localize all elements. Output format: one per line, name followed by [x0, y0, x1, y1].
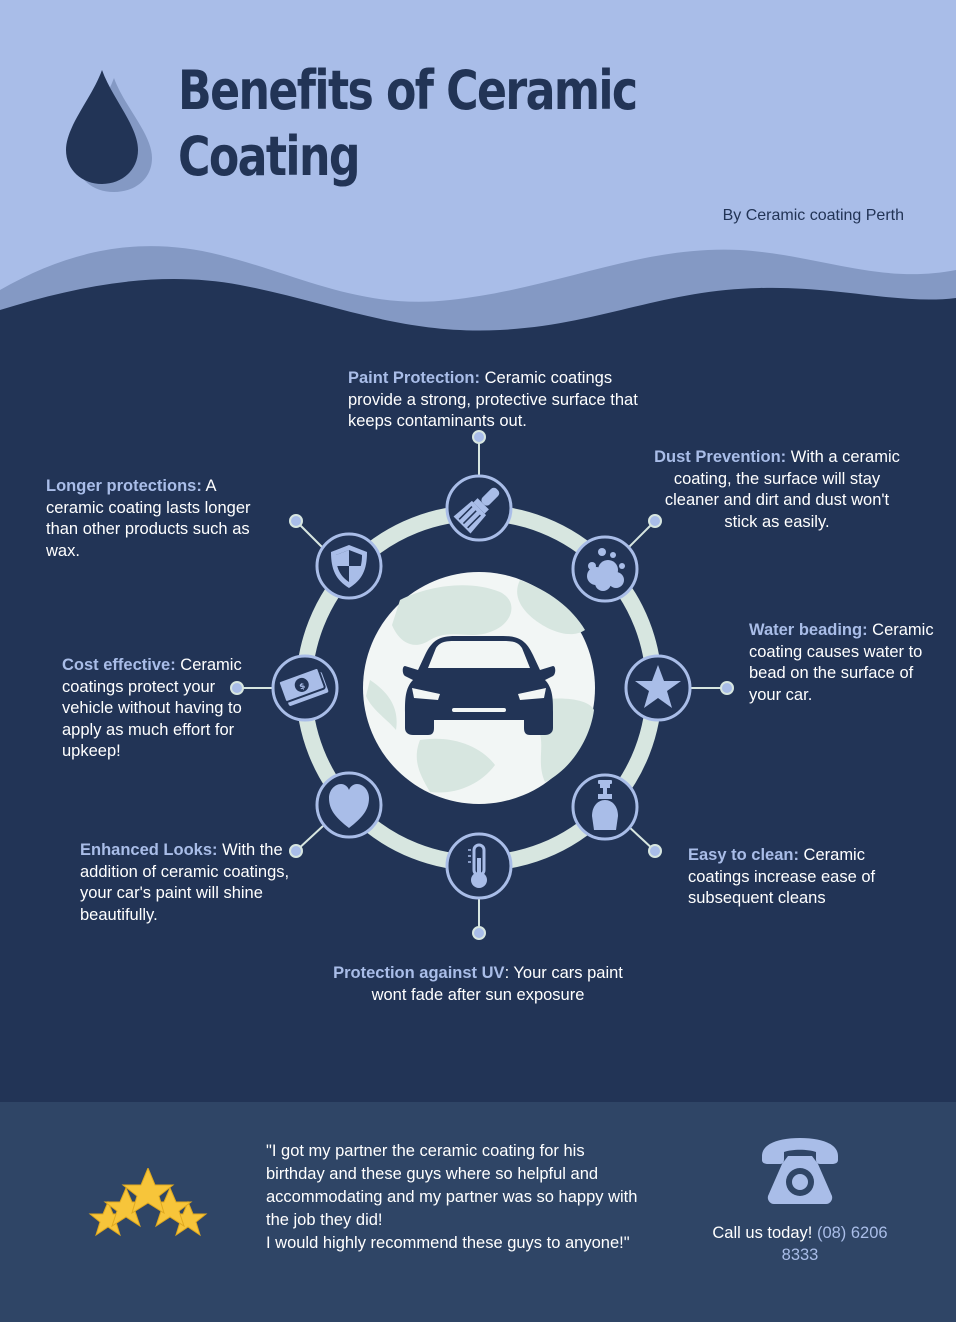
thermometer-icon — [445, 832, 513, 900]
call-label: Call us today! — [712, 1224, 813, 1242]
call-us: Call us today! (08) 6206 8333 — [700, 1222, 900, 1266]
quote-text: "I got my partner the ceramic coating fo… — [266, 1142, 638, 1252]
benefit-text: With a ceramic coating, the surface will… — [664, 448, 900, 531]
shield-icon — [315, 532, 383, 600]
benefit-paint-protection: Paint Protection: Ceramic coatings provi… — [348, 368, 638, 433]
star-icon — [624, 654, 692, 722]
benefit-label: Paint Protection: — [348, 369, 481, 387]
page-title: Benefits of Ceramic Coating — [178, 58, 638, 190]
telephone-icon — [762, 1138, 838, 1204]
benefit-text: : Your cars paint wont fade after sun ex… — [371, 964, 623, 1004]
benefit-label: Protection against UV — [333, 964, 505, 982]
benefit-easy-to-clean: Easy to clean: Ceramic coatings increase… — [688, 845, 903, 910]
wave-divider — [0, 246, 956, 360]
benefit-cost-effective: Cost effective: Ceramic coatings protect… — [62, 655, 262, 763]
testimonial-quote: "I got my partner the ceramic coating fo… — [266, 1140, 638, 1255]
benefit-text: A ceramic coating lasts longer than othe… — [46, 477, 251, 560]
benefit-label: Longer protections: — [46, 477, 202, 495]
benefit-label: Enhanced Looks: — [80, 841, 218, 859]
testimonial-footer: "I got my partner the ceramic coating fo… — [0, 1102, 956, 1322]
water-drop-icon — [66, 70, 152, 192]
benefit-water-beading: Water beading: Ceramic coating causes wa… — [749, 620, 949, 706]
benefit-text: Ceramic coatings provide a strong, prote… — [348, 369, 638, 430]
money-icon: $ — [271, 654, 339, 722]
benefit-text: Ceramic coating causes water to bead on … — [749, 621, 934, 704]
dust-cloud-icon — [571, 535, 639, 603]
connectors — [230, 430, 734, 940]
benefits-wheel: $ — [230, 430, 734, 940]
benefit-label: Easy to clean: — [688, 846, 799, 864]
phone-number[interactable]: (08) 6206 8333 — [781, 1224, 888, 1264]
benefit-text: Ceramic coatings protect your vehicle wi… — [62, 656, 242, 760]
benefit-text: Ceramic coatings increase ease of subseq… — [688, 846, 876, 907]
benefit-text: With the addition of ceramic coatings, y… — [80, 841, 290, 924]
title-line-2: Coating — [178, 125, 361, 188]
five-stars-icon — [88, 1168, 208, 1237]
car-on-globe-icon — [363, 572, 595, 804]
soap-bottle-icon — [571, 773, 639, 841]
benefit-label: Water beading: — [749, 621, 868, 639]
benefit-enhanced-looks: Enhanced Looks: With the addition of cer… — [80, 840, 292, 926]
paintbrush-icon — [445, 474, 513, 542]
heart-icon — [315, 771, 383, 839]
benefit-label: Dust Prevention: — [654, 448, 787, 466]
benefit-dust-prevention: Dust Prevention: With a ceramic coating,… — [652, 447, 902, 533]
benefit-uv-protection: Protection against UV: Your cars paint w… — [328, 963, 628, 1006]
benefit-label: Cost effective: — [62, 656, 176, 674]
benefit-longer-protections: Longer protections: A ceramic coating la… — [46, 476, 272, 562]
byline: By Ceramic coating Perth — [722, 207, 904, 224]
svg-text:$: $ — [298, 681, 307, 692]
title-line-1: Benefits of Ceramic — [178, 59, 638, 122]
